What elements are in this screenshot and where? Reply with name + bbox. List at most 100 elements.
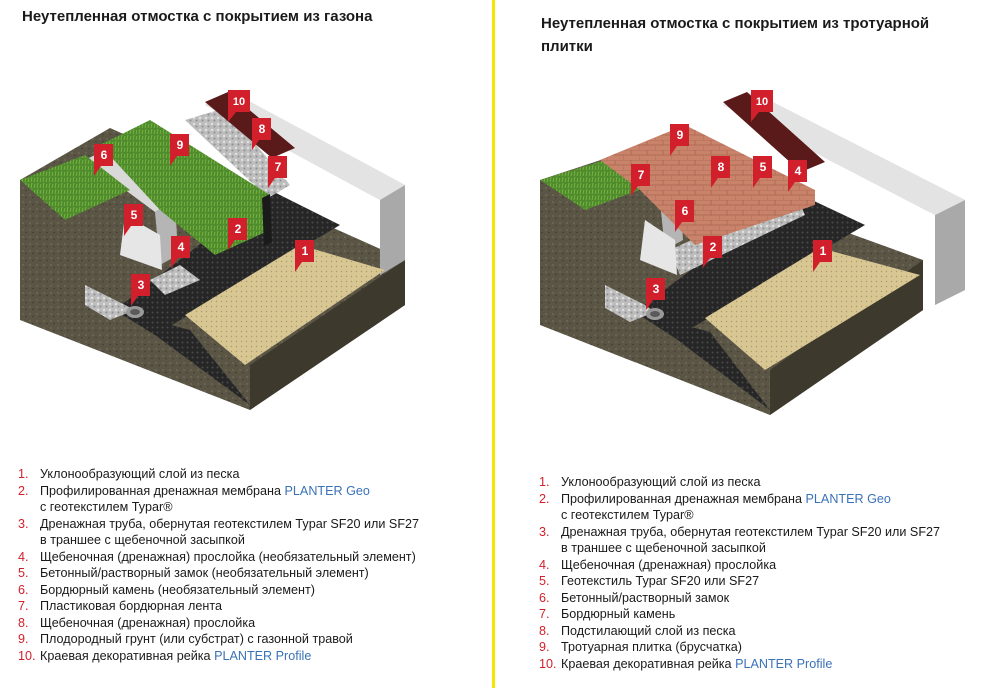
svg-text:3: 3 [138, 278, 145, 292]
legend-number: 2. [539, 491, 550, 506]
drain-trench [85, 285, 144, 320]
svg-text:10: 10 [233, 96, 245, 108]
legend-text: Бетонный/растворный замок [561, 590, 730, 605]
marker-8: 8 [252, 118, 271, 150]
marker-9: 9 [670, 124, 689, 156]
legend-item: 5.Бетонный/растворный замок (необязатель… [18, 565, 488, 582]
svg-text:5: 5 [760, 160, 767, 174]
legend-item: 4.Щебеночная (дренажная) прослойка (необ… [18, 549, 488, 566]
legend-text: Пластиковая бордюрная лента [40, 599, 222, 613]
legend-number: 5. [539, 574, 550, 588]
marker-5: 5 [124, 204, 143, 236]
markers: 1 2 3 4 5 6 7 [631, 90, 832, 310]
svg-text:2: 2 [710, 240, 717, 254]
legend-number: 8. [18, 615, 29, 630]
marker-4: 4 [171, 236, 190, 268]
profile-rail [205, 92, 295, 158]
legend-item: 10. Краевая декоративная рейка PLANTER Pr… [18, 648, 488, 665]
legend-number: 7. [539, 607, 550, 621]
markers: 1 2 3 4 5 6 7 [94, 90, 314, 306]
legend-number: 1. [18, 467, 29, 481]
legend-number: 4. [539, 557, 550, 572]
legend-item: 9. Плодородный грунт (или субстрат) с газ… [18, 631, 488, 648]
svg-text:1: 1 [820, 244, 827, 258]
svg-text:9: 9 [177, 138, 184, 152]
legend-item: 7.Бордюрный камень [539, 606, 984, 623]
marker-4: 4 [788, 160, 807, 192]
legend-number: 4. [18, 549, 29, 564]
planter-profile-link[interactable]: PLANTER Profile [735, 656, 833, 671]
legend-item: 4. Щебеночная (дренажная) прослойка [539, 557, 984, 574]
legend-item: 1.Уклонообразующий слой из песка [539, 474, 984, 491]
legend-text-continued: с геотекстилем Typar® [40, 500, 173, 514]
legend-text: Краевая декоративная рейка [40, 648, 215, 663]
svg-text:2: 2 [235, 222, 242, 236]
svg-text:3: 3 [653, 282, 660, 296]
drainage-membrane [635, 192, 865, 410]
svg-text:6: 6 [682, 204, 689, 218]
legend-text: Профилированная дренажная мембрана [561, 491, 806, 506]
svg-text:10: 10 [756, 96, 768, 108]
svg-text:7: 7 [638, 168, 645, 182]
legend-item: 9.Тротуарная плитка (брусчатка) [539, 639, 984, 656]
paving-panel-title: Неутепленная отмостка с покрытием из тро… [541, 15, 930, 55]
marker-7: 7 [631, 164, 650, 196]
legend-text: Бордюрный камень (необязательный элемент… [40, 582, 315, 597]
legend-text: Щебеночная (дренажная) прослойка [561, 557, 777, 572]
legend-text: Уклонообразующий слой из песка [561, 475, 761, 489]
legend-text-continued: с геотекстилем Typar® [561, 508, 694, 522]
drain-trench [605, 285, 664, 322]
legend-number: 10. [539, 656, 557, 671]
legend-number: 3. [18, 516, 29, 531]
legend-item: 10.Краевая декоративная рейка PLANTER Pr… [539, 656, 984, 673]
paving-tiles [600, 125, 815, 245]
legend-item: 5. Геотекстиль Typar SF20 или SF27 [539, 573, 984, 590]
legend-text: Геотекстиль Typar SF20 или SF27 [561, 574, 760, 588]
legend-number: 9. [18, 632, 29, 646]
marker-5: 5 [753, 156, 772, 188]
planter-geo-link[interactable]: PLANTER Geo [284, 483, 370, 498]
marker-1: 1 [813, 240, 832, 272]
legend-number: 10. [18, 648, 36, 663]
legend-item: 6. Бордюрный камень (необязательный элеме… [18, 582, 488, 599]
legend-item: 8.Щебеночная (дренажная) прослойка [18, 615, 488, 632]
legend-number: 6. [18, 582, 29, 597]
legend-text-continued: в траншее с щебеночной засыпкой [561, 541, 766, 555]
svg-text:8: 8 [718, 160, 725, 174]
lawn-cross-section-illustration: 1 2 3 4 5 6 7 [20, 90, 405, 410]
marker-9: 9 [170, 134, 189, 166]
planter-geo-link[interactable]: PLANTER Geo [805, 491, 891, 506]
marker-10: 10 [228, 90, 250, 122]
sand-layer [185, 245, 385, 365]
planter-profile-link[interactable]: PLANTER Profile [214, 648, 312, 663]
legend-text: Дренажная труба, обернутая геотекстилем … [561, 524, 941, 539]
legend-item: 6.Бетонный/растворный замок [539, 590, 984, 607]
marker-1: 1 [295, 240, 314, 272]
legend-text: Тротуарная плитка (брусчатка) [561, 640, 742, 654]
panel-divider [492, 0, 495, 688]
legend-number: 7. [18, 599, 29, 613]
marker-3: 3 [646, 278, 665, 310]
legend-text: Уклонообразующий слой из песка [40, 467, 240, 481]
legend-item: 1. Уклонообразующий слой из песка [18, 466, 488, 483]
legend-number: 2. [18, 483, 29, 498]
marker-2: 2 [703, 236, 722, 268]
marker-10: 10 [751, 90, 773, 122]
svg-text:7: 7 [275, 160, 282, 174]
marker-3: 3 [131, 274, 150, 306]
paving-legend: 1.Уклонообразующий слой из песка 2. Профи… [539, 474, 984, 672]
legend-number: 8. [539, 623, 550, 638]
legend-item: 7. Пластиковая бордюрная лента [18, 598, 488, 615]
svg-text:6: 6 [101, 148, 108, 162]
legend-item: 3.Дренажная труба, обернутая геотекстиле… [539, 524, 984, 557]
drainage-membrane [115, 190, 340, 405]
legend-item: 8.Подстилающий слой из песка [539, 623, 984, 640]
legend-text-continued: в траншее с щебеночной засыпкой [40, 533, 245, 547]
marker-6: 6 [675, 200, 694, 232]
legend-text: Дренажная труба, обернутая геотекстилем … [40, 516, 420, 531]
lawn-block [20, 120, 270, 290]
legend-number: 5. [18, 566, 29, 580]
marker-8: 8 [711, 156, 730, 188]
marker-7: 7 [268, 156, 287, 188]
legend-text: Плодородный грунт (или субстрат) с газон… [40, 632, 353, 646]
